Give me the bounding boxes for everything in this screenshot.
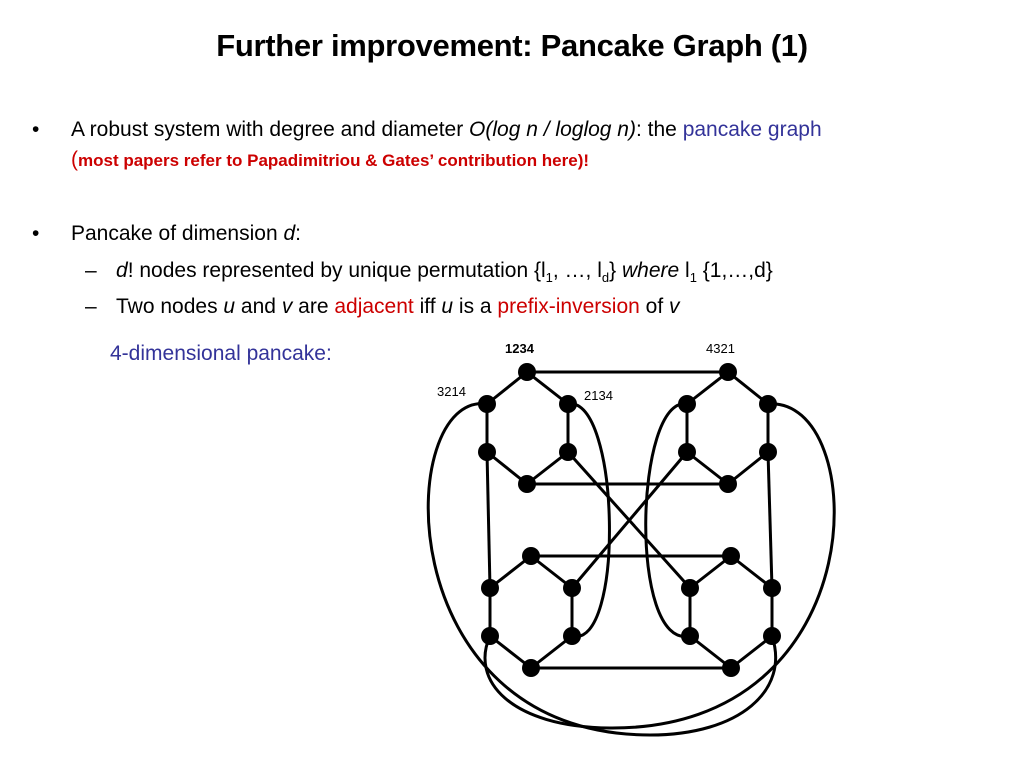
papers-note: most papers refer to Papadimitriou & Gat… <box>78 151 590 170</box>
text: l <box>679 259 690 282</box>
text: A robust system with degree and diameter <box>71 118 470 141</box>
open-paren: ( <box>71 148 78 171</box>
sub-bullet-adjacency: –Two nodes u and v are adjacent iff u is… <box>85 292 680 322</box>
where-word: where <box>621 259 680 282</box>
sub-bullet-nodes: –d! nodes represented by unique permutat… <box>85 256 773 293</box>
prefix-inversion-term: prefix-inversion <box>497 295 640 318</box>
v-variable: v <box>669 295 680 318</box>
edge <box>570 451 689 589</box>
label-3214: 3214 <box>437 384 466 399</box>
node <box>559 443 577 461</box>
bullet-pancake-dimension: • Pancake of dimension d: <box>32 219 932 251</box>
u-variable: u <box>223 295 236 318</box>
label-1234: 1234 <box>505 341 535 356</box>
node <box>681 627 699 645</box>
node <box>722 547 740 565</box>
node <box>719 475 737 493</box>
label-2134: 2134 <box>584 388 613 403</box>
bullet-marker: • <box>32 222 40 245</box>
edge-curve <box>426 402 778 737</box>
edge <box>485 451 492 589</box>
text: is a <box>453 295 498 318</box>
diagram-caption: 4-dimensional pancake: <box>110 342 332 365</box>
edge-curve <box>644 402 691 638</box>
graph-nodes <box>478 363 781 677</box>
node <box>563 579 581 597</box>
text: : the <box>635 118 683 141</box>
node <box>681 579 699 597</box>
text: of <box>639 295 669 318</box>
text: , …, l <box>552 259 602 282</box>
bullet-marker: • <box>32 118 40 141</box>
bullet-text-line2: (most papers refer to Papadimitriou & Ga… <box>71 145 589 176</box>
node-2134 <box>559 395 577 413</box>
slide-title: Further improvement: Pancake Graph (1) <box>216 28 808 63</box>
subscript: 1 <box>689 270 697 286</box>
bullet-text-line1: A robust system with degree and diameter… <box>71 115 822 145</box>
text: } <box>609 259 622 282</box>
bullet-text: Pancake of dimension d: <box>71 219 301 249</box>
text: ! nodes represented by unique permutatio… <box>127 259 546 282</box>
text: : <box>295 222 301 245</box>
node <box>563 627 581 645</box>
node <box>759 395 777 413</box>
node-4321 <box>719 363 737 381</box>
v-variable: v <box>281 295 293 318</box>
node <box>522 547 540 565</box>
node <box>518 475 536 493</box>
text: iff <box>413 295 442 318</box>
edge <box>766 451 774 589</box>
node-3214 <box>478 395 496 413</box>
subscript: d <box>601 270 610 286</box>
node <box>478 443 496 461</box>
node <box>481 627 499 645</box>
dash-marker: – <box>85 259 97 282</box>
adjacent-term: adjacent <box>334 295 414 318</box>
text: are <box>292 295 335 318</box>
node <box>759 443 777 461</box>
u-variable: u <box>441 295 454 318</box>
text: and <box>235 295 282 318</box>
d-variable: d <box>116 259 128 282</box>
pancake-graph-term: pancake graph <box>682 118 822 141</box>
edge-curve <box>483 402 836 730</box>
node <box>763 579 781 597</box>
node-1234 <box>518 363 536 381</box>
node <box>763 627 781 645</box>
node <box>481 579 499 597</box>
text: Two nodes <box>116 295 224 318</box>
subscript: 1 <box>545 270 553 286</box>
node <box>678 395 696 413</box>
node <box>722 659 740 677</box>
node <box>678 443 696 461</box>
dimension-variable: d <box>283 222 296 245</box>
complexity-expression: O(log n / loglog n) <box>469 118 636 141</box>
label-4321: 4321 <box>706 341 735 356</box>
graph-edges <box>426 370 836 737</box>
edge-curve <box>567 402 611 638</box>
dash-marker: – <box>85 295 97 318</box>
text: Pancake of dimension <box>71 222 284 245</box>
text: {1,…,d} <box>702 259 773 282</box>
node <box>522 659 540 677</box>
bullet-robust-system: • A robust system with degree and diamet… <box>32 115 992 177</box>
